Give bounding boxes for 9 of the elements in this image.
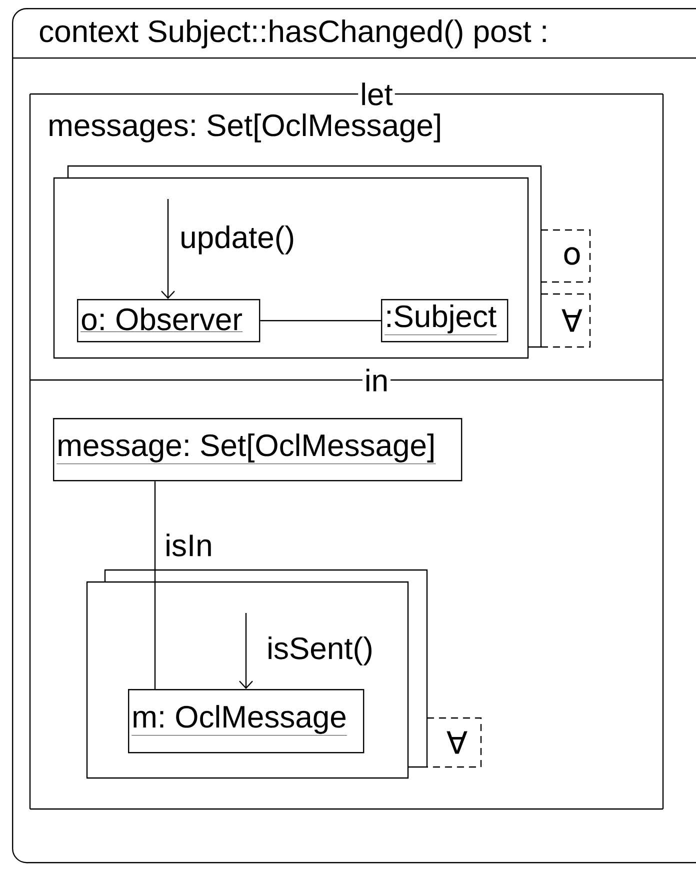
quantifier-tag: ∀ (427, 717, 482, 768)
quantifier-tag: ∀ (541, 293, 591, 348)
compartment-keyword: in (362, 366, 391, 394)
edge-label: isIn (164, 532, 214, 558)
quantifier-tag: o (541, 229, 591, 283)
compartment-keyword: let (358, 80, 395, 108)
variable-declaration: messages: Set[OclMessage] (50, 114, 440, 142)
object-box: message: Set[OclMessage] (53, 418, 462, 482)
frame-title: context Subject::hasChanged() post : (40, 20, 546, 48)
